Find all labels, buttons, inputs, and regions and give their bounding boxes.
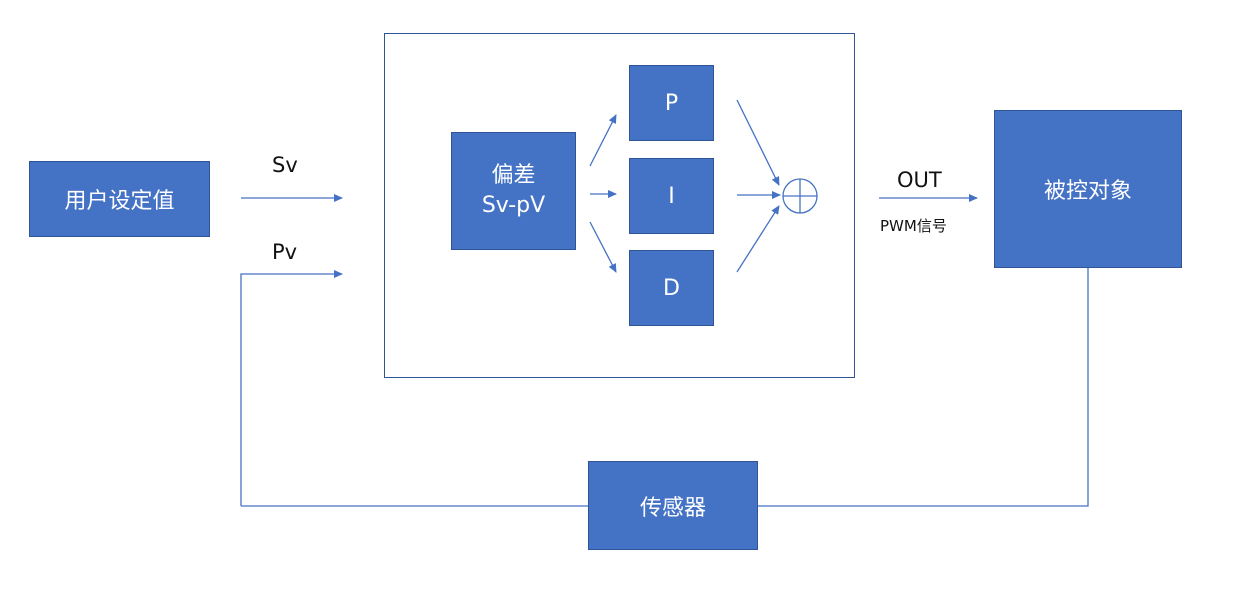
- i-block: I: [629, 158, 714, 234]
- sensor-block: 传感器: [588, 461, 758, 550]
- pid-controller-frame: [384, 33, 855, 378]
- deviation-label: 偏差: [491, 163, 536, 188]
- pwm-signal-label: PWM信号: [880, 217, 947, 235]
- arrow-to-d: [589, 221, 617, 273]
- arrow-d-to-sum: [736, 205, 780, 273]
- out-label: OUT: [897, 168, 942, 192]
- p-label: P: [664, 90, 679, 116]
- d-label: D: [663, 275, 680, 301]
- d-block: D: [629, 250, 714, 326]
- sv-label: Sv: [272, 153, 298, 177]
- pv-label: Pv: [272, 240, 298, 264]
- p-block: P: [629, 65, 714, 141]
- user-setpoint-label: 用户设定值: [64, 189, 175, 214]
- arrow-p-to-sum: [736, 99, 780, 186]
- arrow-to-p: [589, 114, 617, 167]
- plant-to-sensor-path: [758, 268, 1089, 507]
- summing-junction-icon: [782, 178, 818, 214]
- user-setpoint-block: 用户设定值: [29, 161, 210, 237]
- plant-block: 被控对象: [994, 110, 1182, 268]
- plant-label: 被控对象: [1043, 179, 1132, 204]
- i-label: I: [668, 183, 675, 209]
- deviation-formula: Sv-pV: [481, 193, 546, 218]
- deviation-block: 偏差 Sv-pV: [451, 132, 576, 250]
- sensor-label: 传感器: [639, 495, 706, 521]
- pv-feedback-path: [240, 270, 343, 506]
